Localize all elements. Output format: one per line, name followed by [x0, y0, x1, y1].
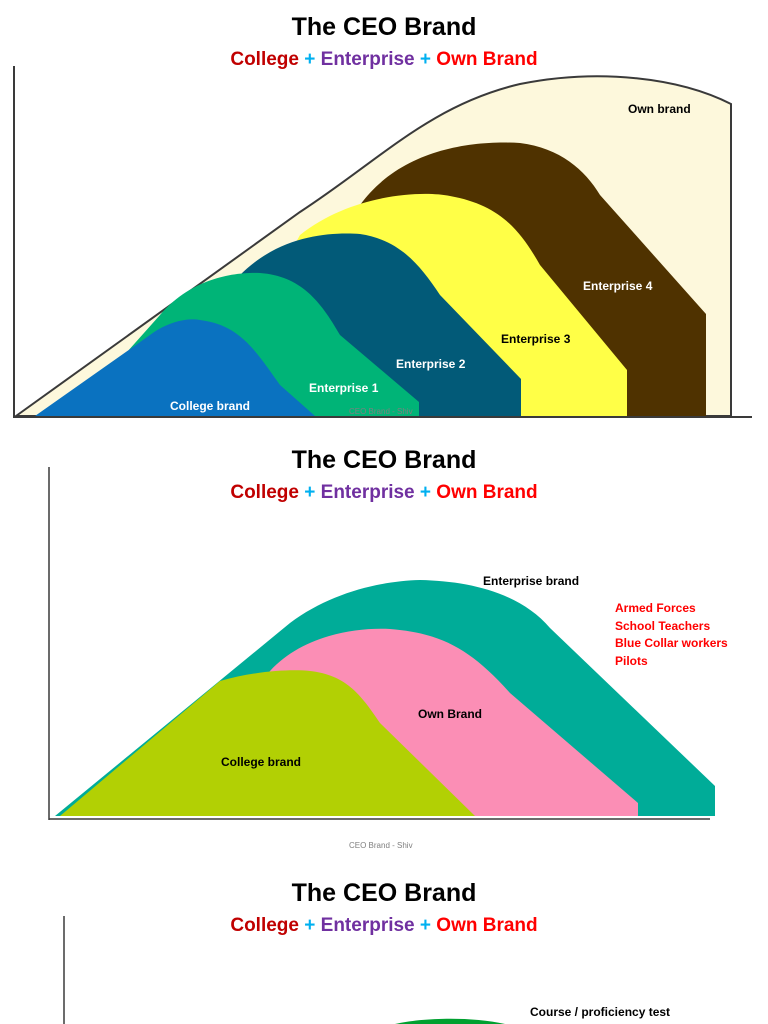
footer-text: CEO Brand - Shiv: [349, 407, 413, 416]
enterprise-2-label: Enterprise 2: [396, 357, 466, 371]
slide-title: The CEO Brand: [291, 13, 477, 41]
brand-overlap-diagram: Enterprise brand Own Brand College brand…: [48, 467, 728, 850]
footer-text: CEO Brand - Shiv: [349, 841, 413, 850]
subtitle-plus: +: [304, 482, 316, 503]
subtitle-enterprise: Enterprise: [320, 49, 415, 70]
own-brand-label: Own brand: [628, 102, 691, 116]
subtitle-college: College: [230, 915, 299, 936]
subtitle-enterprise: Enterprise: [320, 482, 415, 503]
subtitle-plus: +: [304, 49, 316, 70]
subtitle-plus: +: [419, 482, 432, 503]
course-arc: [395, 1018, 505, 1024]
slide-3: The CEO Brand College + Enterprise + Own…: [0, 866, 768, 1024]
profession-item: School Teachers: [615, 619, 710, 633]
subtitle-own-brand: Own Brand: [436, 49, 538, 70]
profession-item: Blue Collar workers: [615, 636, 728, 650]
slide-title: The CEO Brand: [291, 446, 477, 474]
college-brand-label: College brand: [221, 755, 301, 769]
course-label: Course / proficiency test: [530, 1005, 670, 1019]
subtitle-enterprise: Enterprise: [320, 915, 415, 936]
subtitle-own-brand: Own Brand: [436, 915, 538, 936]
subtitle-own-brand: Own Brand: [436, 482, 538, 503]
enterprise-4-label: Enterprise 4: [583, 279, 653, 293]
subtitle-plus: +: [304, 915, 316, 936]
subtitle-college: College: [230, 49, 299, 70]
enterprise-3-label: Enterprise 3: [501, 332, 571, 346]
college-brand-curve: [35, 319, 315, 416]
college-brand-label: College brand: [170, 399, 250, 413]
slide-subtitle: College + Enterprise + Own Brand: [0, 482, 768, 504]
brand-curve-diagram: Own brand Enterprise 4 Enterprise 3 Ente…: [12, 66, 752, 418]
slide-1: The CEO Brand College + Enterprise + Own…: [0, 0, 768, 432]
slide-title: The CEO Brand: [291, 879, 477, 907]
own-brand-label: Own Brand: [418, 707, 482, 721]
enterprise-1-label: Enterprise 1: [309, 381, 379, 395]
course-diagram: Course / proficiency test: [63, 916, 670, 1024]
slide-subtitle: College + Enterprise + Own Brand: [0, 915, 768, 937]
enterprise-brand-label: Enterprise brand: [483, 574, 579, 588]
profession-item: Pilots: [615, 654, 648, 668]
subtitle-plus: +: [419, 915, 432, 936]
slide-2: The CEO Brand College + Enterprise + Own…: [0, 433, 768, 865]
slide-subtitle: College + Enterprise + Own Brand: [0, 49, 768, 71]
college-brand-curve: [60, 670, 475, 816]
subtitle-plus: +: [419, 49, 432, 70]
subtitle-college: College: [230, 482, 299, 503]
profession-item: Armed Forces: [615, 601, 696, 615]
